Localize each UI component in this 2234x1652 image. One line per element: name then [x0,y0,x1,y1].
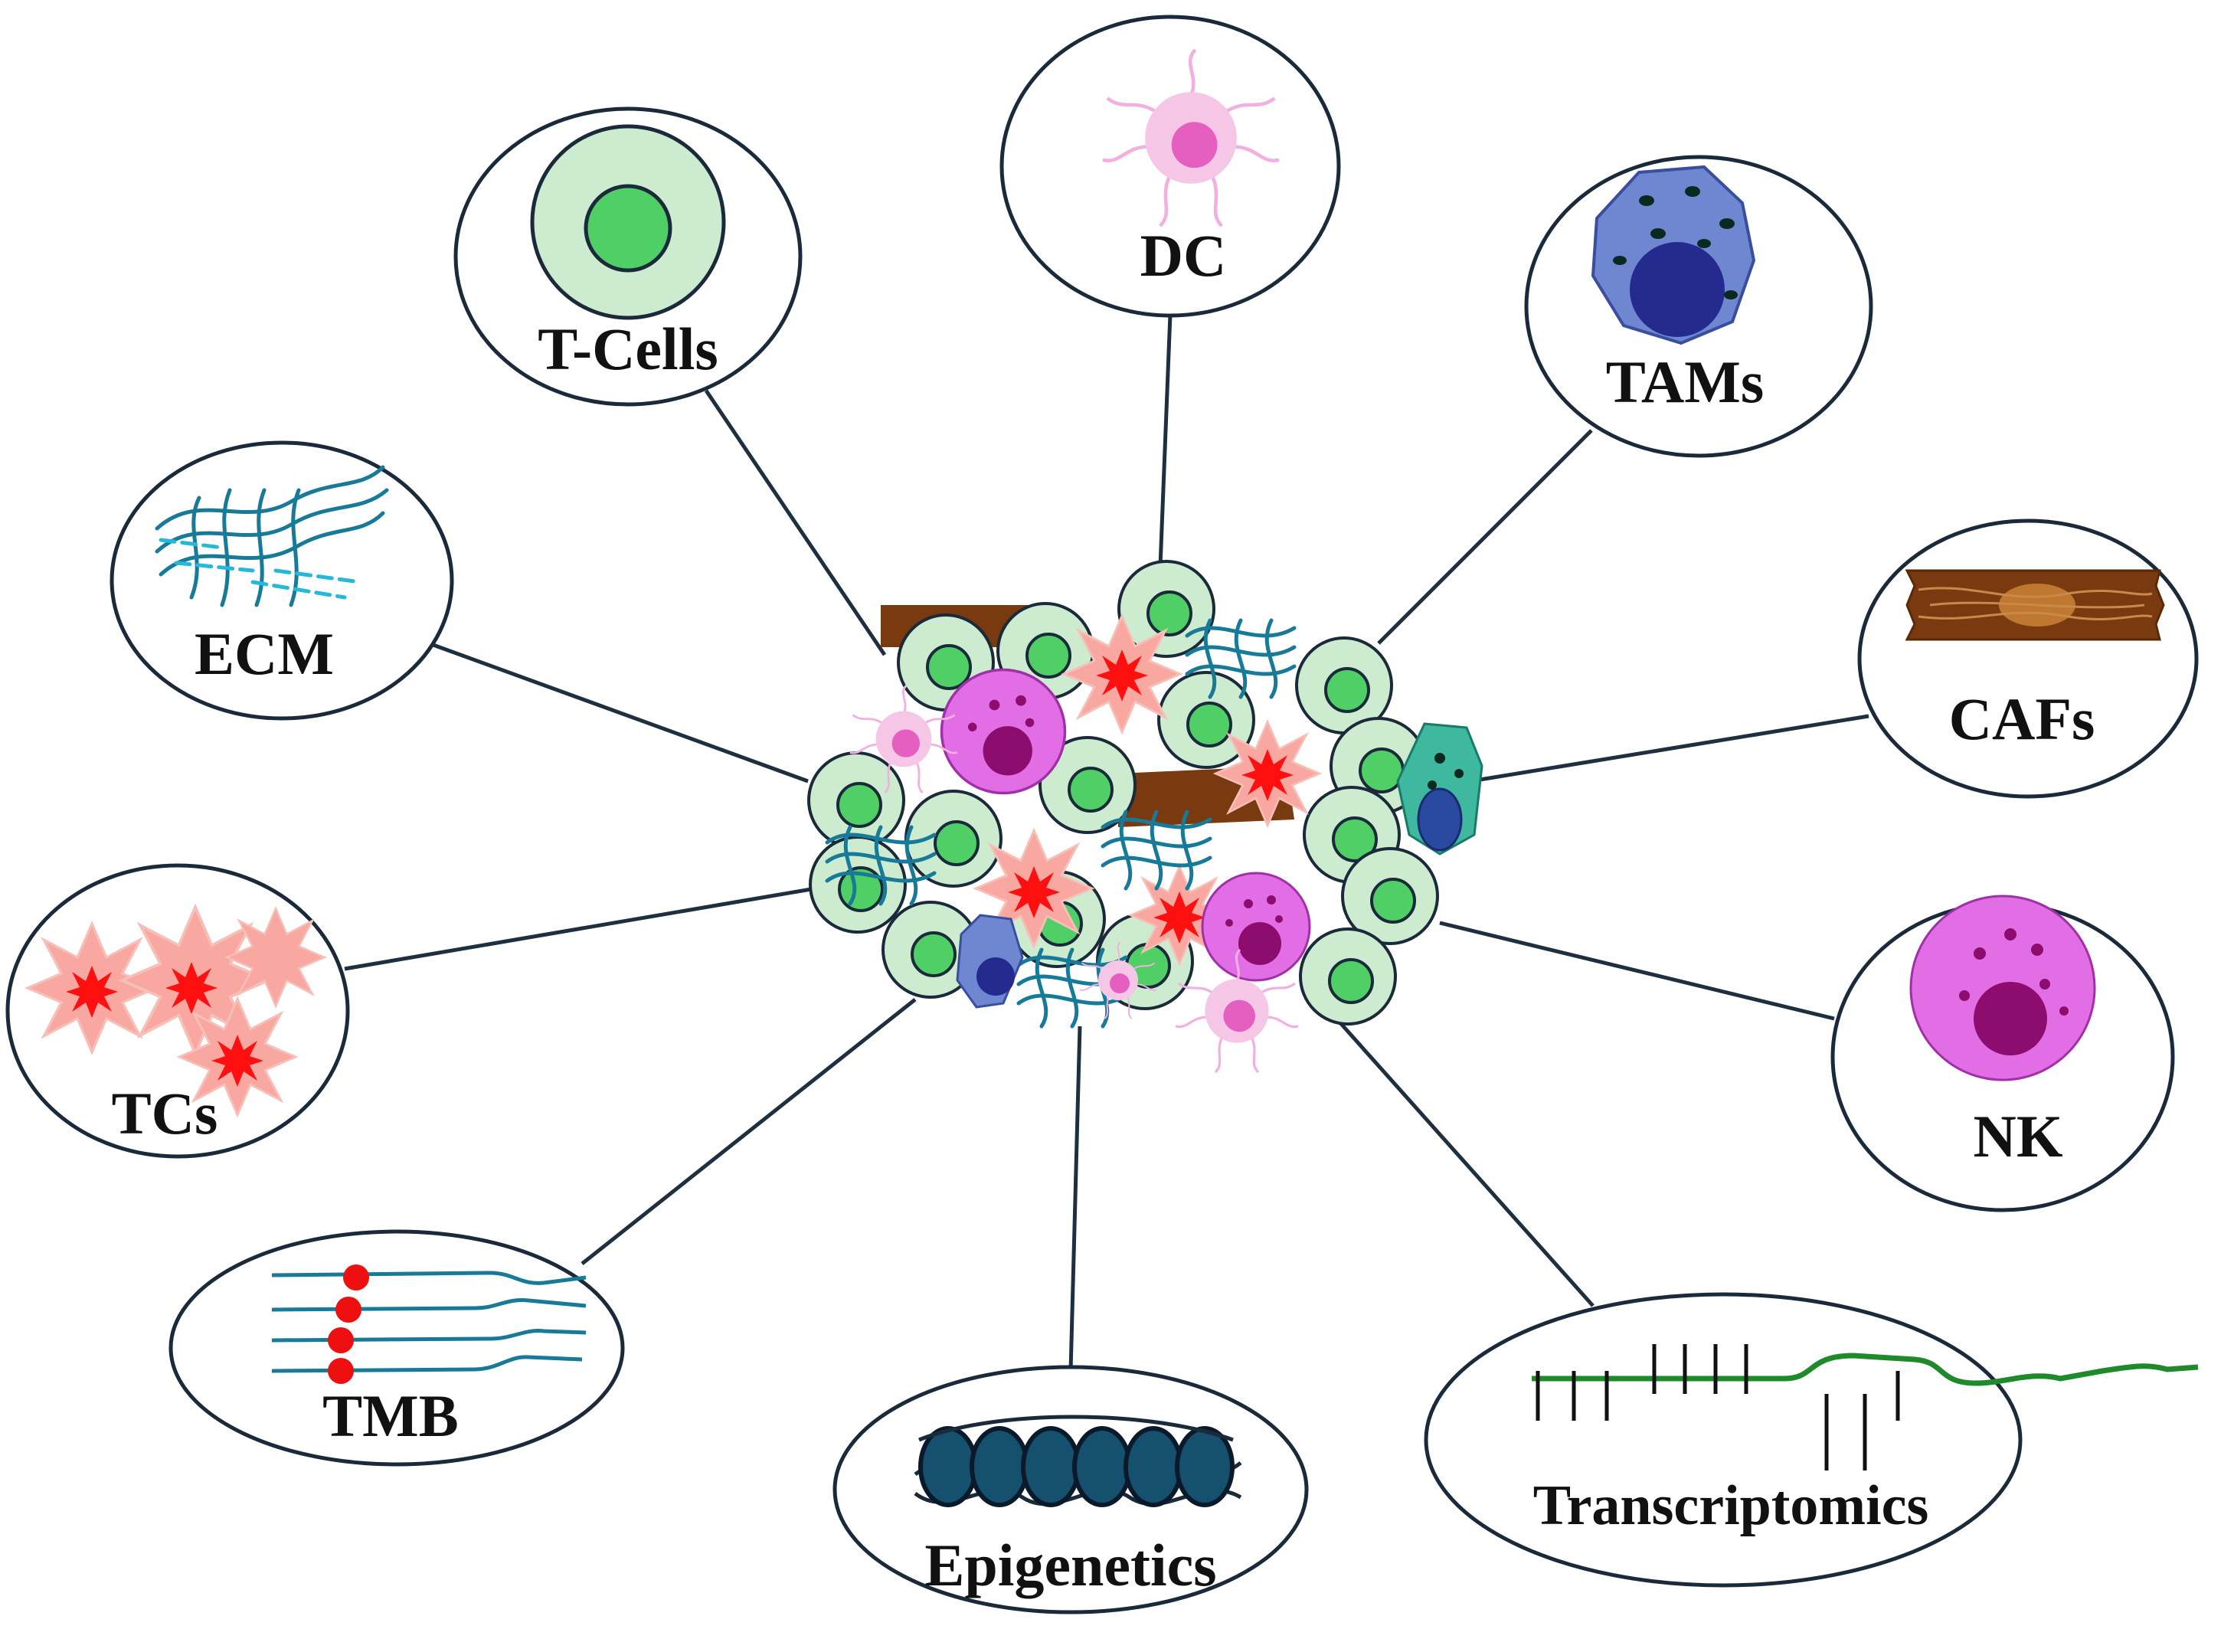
label-ecm: ECM [195,620,334,687]
fibroblast-icon [1905,569,2165,641]
node-transcriptomics: Transcriptomics [1424,1292,2199,1588]
connector-dc [1158,313,1173,568]
mutation-strands-icon [271,1264,587,1384]
node-nk: NK [1830,895,2175,1212]
ecm-fibers-icon [155,465,389,607]
label-tmb: TMB [322,1382,459,1449]
macrophage-icon [1591,165,1756,345]
connector-tmb [581,998,917,1265]
nk-cell-icon [1909,895,2096,1081]
nucleosome-icon [914,1415,1242,1507]
label-dc: DC [1140,222,1227,289]
connector-ecm [428,641,809,783]
node-tcs: TCs [5,863,350,1159]
label-nk: NK [1974,1103,2063,1169]
connector-epigenetics [1068,1026,1082,1372]
node-cafs: CAFs [1857,518,2199,799]
label-cafs: CAFs [1949,685,2095,752]
node-tcells: T-Cells [453,106,803,407]
node-epigenetics: Epigenetics [832,1365,1309,1614]
label-tams: TAMs [1606,348,1765,415]
connector-tcs [344,886,816,971]
connector-nk [1439,921,1835,1021]
macrophage-cell [1396,722,1483,855]
label-tcells: T-Cells [538,316,718,382]
transcript-icon [1532,1344,2199,1470]
macrophage-cell [956,914,1024,1009]
label-epigenetics: Epigenetics [924,1532,1216,1598]
label-transcriptomics: Transcriptomics [1533,1474,1929,1537]
node-tmb: TMB [168,1229,625,1467]
node-ecm: ECM [110,440,454,721]
connector-lines [344,313,1869,1372]
tumor-microenvironment-cluster [807,560,1483,1074]
t-cell-icon [530,124,726,320]
connector-tams [1377,429,1593,645]
node-tams: TAMs [1524,155,1873,458]
label-tcs: TCs [112,1080,218,1147]
connector-cafs [1470,714,1869,783]
connector-transcriptomics [1335,1017,1595,1307]
node-dc: DC [999,15,1341,318]
connector-tcells [704,389,887,656]
